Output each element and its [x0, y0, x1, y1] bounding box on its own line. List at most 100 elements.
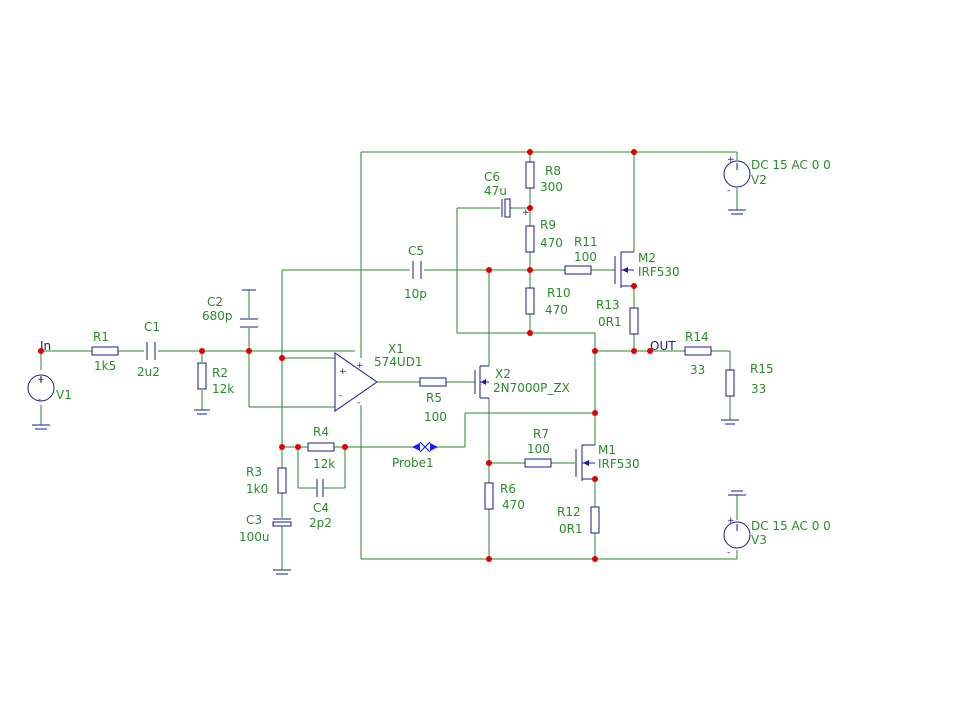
voltage-source-v2[interactable]: + - — [723, 155, 751, 215]
resistor-r15[interactable] — [725, 369, 735, 397]
probe1-label: Probe1 — [392, 456, 434, 470]
resistor-r8[interactable] — [525, 161, 535, 189]
c6-plus-pin: + — [522, 208, 530, 218]
capacitor-c1[interactable] — [146, 342, 156, 360]
capacitor-c6[interactable]: + — [501, 198, 530, 218]
capacitor-c3[interactable] — [272, 518, 292, 575]
r9-label: R9 — [540, 218, 556, 232]
r1-value: 1k5 — [94, 359, 116, 373]
r14-value: 33 — [690, 363, 705, 377]
m2-label: M2 — [638, 251, 656, 265]
resistor-r9[interactable] — [525, 225, 535, 253]
mosfet-x2[interactable] — [474, 365, 489, 399]
r6-label: R6 — [500, 482, 516, 496]
v1-minus-pin: - — [38, 395, 41, 405]
c6-value: 47u — [484, 184, 507, 198]
c5-value: 10p — [404, 287, 427, 301]
r13-value: 0R1 — [598, 315, 622, 329]
m1-value: IRF530 — [598, 457, 640, 471]
m1-label: M1 — [598, 443, 616, 457]
r7-label: R7 — [533, 427, 549, 441]
r7-value: 100 — [527, 442, 550, 456]
v3-label: V3 — [751, 533, 767, 547]
r5-label: R5 — [426, 391, 442, 405]
r15-label: R15 — [750, 362, 774, 376]
resistor-r13[interactable] — [629, 307, 639, 335]
resistor-r12[interactable] — [590, 506, 600, 534]
r12-value: 0R1 — [559, 522, 583, 536]
probe-icon[interactable] — [412, 441, 438, 453]
r12-label: R12 — [557, 505, 581, 519]
voltage-source-v1[interactable]: + - — [27, 374, 55, 430]
v2-minus-pin: - — [727, 186, 730, 196]
net-out-label: OUT — [650, 339, 676, 353]
c1-value: 2u2 — [137, 365, 160, 379]
r8-value: 300 — [540, 180, 563, 194]
r4-label: R4 — [313, 425, 329, 439]
v3-value: DC 15 AC 0 0 — [751, 519, 831, 533]
r2-value: 12k — [212, 382, 234, 396]
x1-value: 574UD1 — [374, 355, 423, 369]
r2-label: R2 — [212, 366, 228, 380]
capacitor-c4[interactable] — [316, 479, 324, 497]
r13-label: R13 — [596, 298, 620, 312]
r10-label: R10 — [547, 286, 571, 300]
x1-minus-pin: - — [339, 391, 342, 401]
net-in-label: In — [40, 339, 51, 353]
resistor-r7[interactable] — [524, 458, 552, 468]
v2-plus-pin: + — [727, 155, 735, 165]
v3-minus-pin: - — [727, 548, 730, 558]
r9-value: 470 — [540, 236, 563, 250]
v2-label: V2 — [751, 173, 767, 187]
capacitor-c5[interactable] — [412, 261, 422, 279]
r14-label: R14 — [685, 330, 709, 344]
r3-value: 1k0 — [246, 482, 268, 496]
r10-value: 470 — [545, 303, 568, 317]
r11-label: R11 — [574, 235, 598, 249]
x2-value: 2N7000P_ZX — [493, 381, 570, 395]
resistor-r6[interactable] — [484, 482, 494, 510]
resistor-r2[interactable] — [197, 362, 207, 390]
voltage-source-v3[interactable]: + - — [723, 490, 751, 558]
c3-label: C3 — [246, 513, 262, 527]
r8-label: R8 — [545, 164, 561, 178]
resistor-r11[interactable] — [564, 265, 592, 275]
capacitor-c2[interactable] — [240, 289, 258, 328]
mosfet-m1[interactable] — [575, 444, 595, 481]
m2-value: IRF530 — [638, 265, 680, 279]
opamp-x1[interactable]: + - + - — [334, 352, 378, 412]
r3-label: R3 — [246, 465, 262, 479]
c3-value: 100u — [239, 530, 270, 544]
junctions — [38, 149, 653, 562]
v1-label: V1 — [56, 388, 72, 402]
resistor-r10[interactable] — [525, 287, 535, 315]
c2-label: C2 — [207, 295, 223, 309]
c4-value: 2p2 — [309, 516, 332, 530]
resistor-r3[interactable] — [277, 467, 287, 494]
c1-label: C1 — [144, 320, 160, 334]
resistor-r5[interactable] — [419, 377, 447, 387]
c2-value: 680p — [202, 309, 233, 323]
r1-label: R1 — [93, 330, 109, 344]
mosfet-m2[interactable] — [614, 251, 634, 288]
x1-vminus-pin: - — [357, 398, 360, 408]
r5-value: 100 — [424, 410, 447, 424]
r11-value: 100 — [574, 250, 597, 264]
c4-label: C4 — [313, 501, 329, 515]
resistor-r14[interactable] — [684, 346, 712, 356]
r4-value: 12k — [313, 457, 335, 471]
c6-label: C6 — [484, 170, 500, 184]
resistor-r1[interactable] — [91, 346, 119, 356]
c5-label: C5 — [408, 244, 424, 258]
x1-plus-pin: + — [339, 367, 347, 377]
resistor-r4[interactable] — [307, 442, 335, 452]
v2-value: DC 15 AC 0 0 — [751, 158, 831, 172]
x2-label: X2 — [495, 367, 511, 381]
x1-vplus-pin: + — [356, 361, 364, 371]
r6-value: 470 — [502, 498, 525, 512]
wires — [40, 151, 738, 570]
r15-value: 33 — [751, 382, 766, 396]
x1-label: X1 — [388, 342, 404, 356]
